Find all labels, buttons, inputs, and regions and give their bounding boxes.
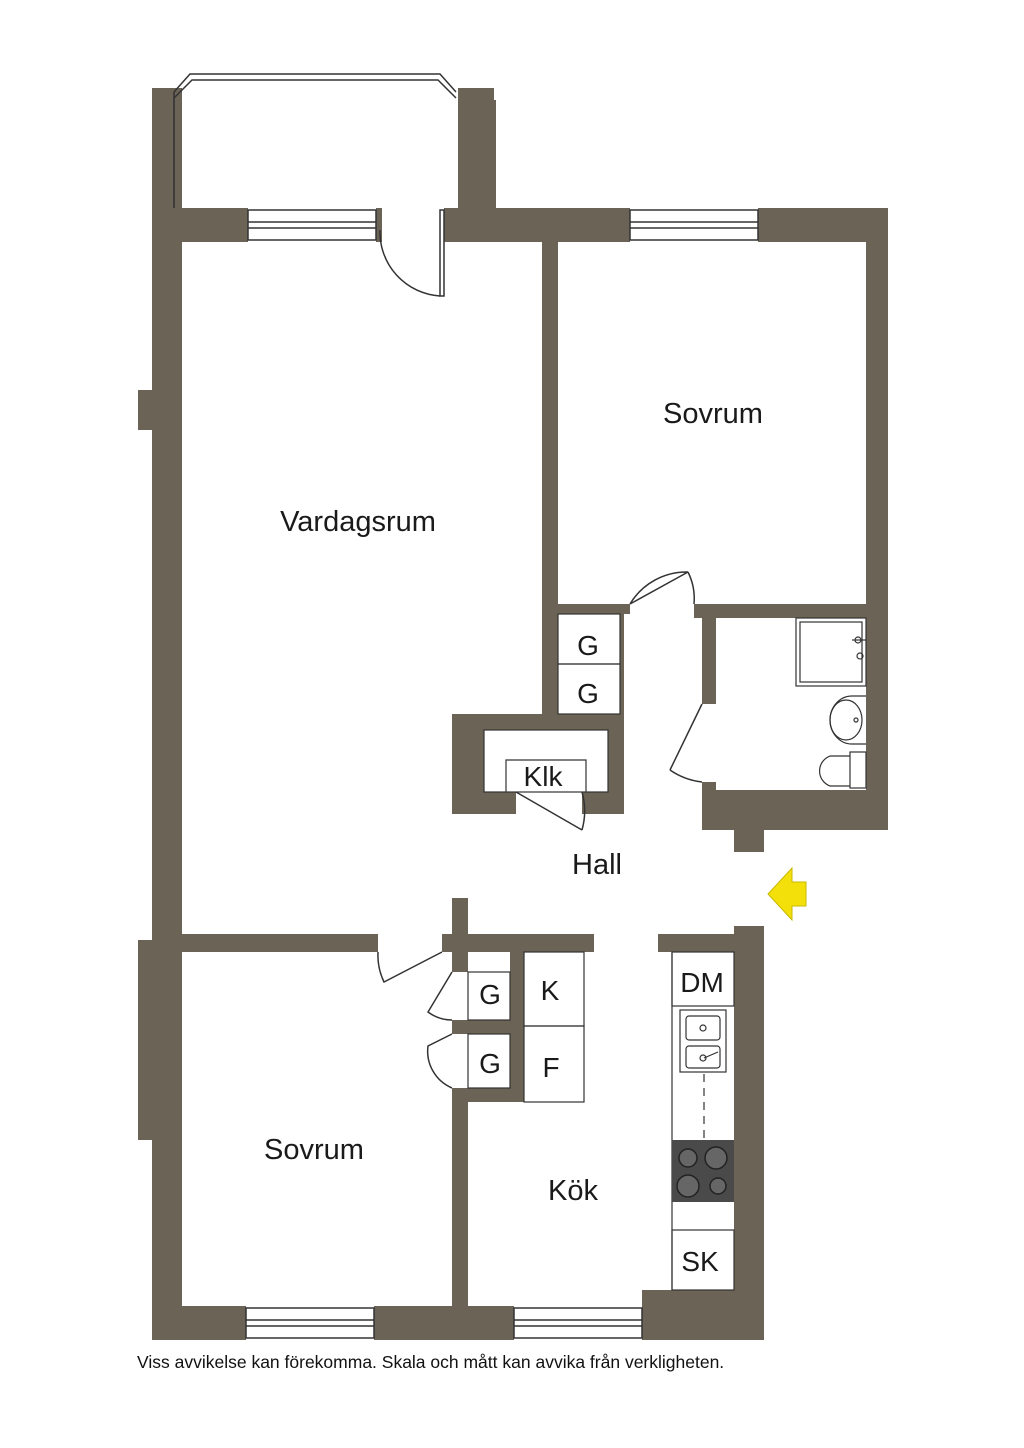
storage-label-f: F xyxy=(542,1052,559,1083)
stove-icon xyxy=(672,1140,734,1202)
door-swing-icon xyxy=(427,971,453,1021)
door-swing-icon xyxy=(377,951,443,984)
entrance-arrow-icon xyxy=(767,866,807,922)
window-icon xyxy=(245,1307,375,1339)
storage-label-g2: G xyxy=(577,678,599,709)
windows xyxy=(245,209,759,1339)
storage-label-g4: G xyxy=(479,1048,501,1079)
doors xyxy=(377,209,703,1089)
door-swing-icon xyxy=(669,703,703,783)
room-label-sovrum-bottom: Sovrum xyxy=(264,1134,364,1166)
door-swing-icon xyxy=(379,209,445,297)
storage-label-dm: DM xyxy=(680,967,724,998)
washbasin-icon xyxy=(829,695,866,745)
balcony xyxy=(173,73,457,208)
storage-label-k: K xyxy=(541,975,560,1006)
walls xyxy=(138,88,888,1340)
fixture-boxes xyxy=(467,613,735,1291)
room-label-hall: Hall xyxy=(572,849,622,881)
window-icon xyxy=(629,209,759,241)
storage-label-g3: G xyxy=(479,979,501,1010)
disclaimer-text: Viss avvikelse kan förekomma. Skala och … xyxy=(137,1352,725,1372)
room-label-sovrum-top: Sovrum xyxy=(663,398,763,430)
sink-icon xyxy=(679,1009,727,1073)
storage-label-g1: G xyxy=(577,630,599,661)
door-swing-icon xyxy=(426,1033,453,1089)
room-label-vardagsrum: Vardagsrum xyxy=(280,506,436,538)
storage-label-sk: SK xyxy=(681,1246,719,1277)
room-label-klk: Klk xyxy=(524,761,564,792)
window-icon xyxy=(513,1307,643,1339)
toilet-icon xyxy=(818,751,867,789)
door-swing-icon xyxy=(515,791,586,831)
room-label-kok: Kök xyxy=(548,1175,598,1207)
window-icon xyxy=(247,209,377,241)
door-swing-icon xyxy=(629,571,695,605)
shower-icon xyxy=(795,617,867,687)
